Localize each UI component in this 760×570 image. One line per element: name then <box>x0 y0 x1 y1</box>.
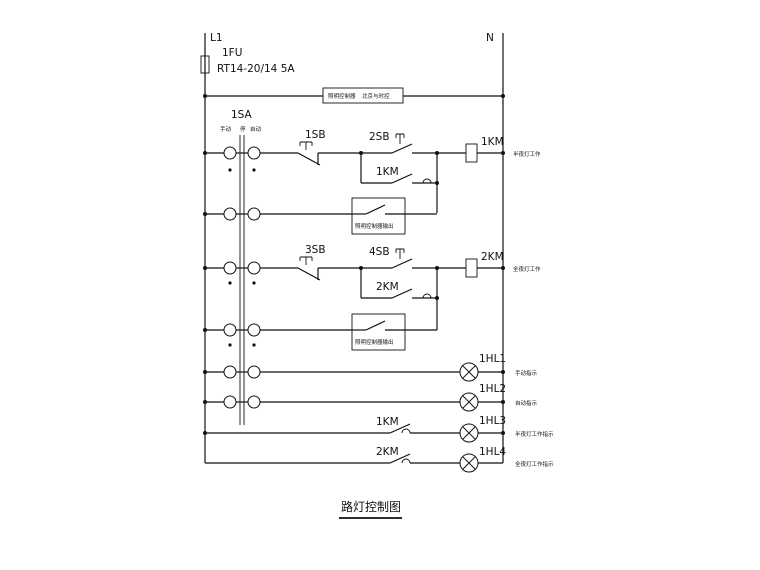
row-1km-coil-circuit <box>203 133 505 166</box>
selector-pos-auto: 自动 <box>250 125 262 133</box>
selector-pos-off: 停 <box>240 125 246 133</box>
row-controller-output-2 <box>203 313 437 351</box>
controller-box-name: 照明控制器 <box>328 92 356 100</box>
stop-button-3sb-label: 3SB <box>305 244 326 256</box>
lamp-1hl2-desc: 自动指示 <box>515 399 538 407</box>
row-lamp-1hl4 <box>205 453 503 473</box>
lamp-1hl3-desc: 半夜灯工作指示 <box>515 430 554 438</box>
controller-output-1-label: 照明控制器输出 <box>355 222 394 230</box>
controller-output-2-label: 照明控制器输出 <box>355 338 394 346</box>
fuse-spec-label: RT14-20/14 5A <box>217 63 295 75</box>
selector-label: 1SA <box>231 109 253 121</box>
lamp-1hl1-desc: 手动指示 <box>515 369 538 377</box>
hold-contact-2km-label: 2KM <box>376 281 399 293</box>
hold-contact-1km-label: 1KM <box>376 166 399 178</box>
fuse-id-label: 1FU <box>222 47 242 59</box>
row-lamp-1hl3 <box>203 423 505 443</box>
aux-contact-1km-label: 1KM <box>376 416 399 428</box>
hold-contact-1km <box>360 153 439 213</box>
contactor-1km-desc: 半夜灯工作 <box>513 150 541 158</box>
lamp-1hl4-label: 1HL4 <box>479 446 506 458</box>
row-controller-output-1 <box>203 197 437 235</box>
aux-contact-2km-label: 2KM <box>376 446 399 458</box>
stop-button-1sb-label: 1SB <box>305 129 326 141</box>
row-2km-coil-circuit <box>203 248 505 281</box>
fuse-1fu <box>200 54 210 75</box>
lamp-1hl4-desc: 全夜灯工作指示 <box>515 460 554 468</box>
phase-label: L1 <box>210 32 223 44</box>
lamp-1hl1-label: 1HL1 <box>479 353 506 365</box>
controller-box-note: 北京与时控 <box>362 92 390 100</box>
selector-pos-manual: 手动 <box>220 125 232 133</box>
contactor-1km-label: 1KM <box>481 136 504 148</box>
neutral-label: N <box>486 32 494 44</box>
lamp-1hl3-label: 1HL3 <box>479 415 506 427</box>
selector-switch-1sa <box>228 135 256 425</box>
contactor-2km-desc: 全夜灯工作 <box>513 265 541 273</box>
hold-contact-2km <box>360 268 439 330</box>
lamp-1hl2-label: 1HL2 <box>479 383 506 395</box>
row-lamp-1hl2 <box>203 392 505 412</box>
start-button-4sb-label: 4SB <box>369 246 390 258</box>
row-lamp-1hl1 <box>203 362 505 382</box>
contactor-2km-label: 2KM <box>481 251 504 263</box>
controller-supply-row <box>203 87 505 104</box>
start-button-2sb-label: 2SB <box>369 131 390 143</box>
diagram-title: 路灯控制图 <box>341 499 401 514</box>
